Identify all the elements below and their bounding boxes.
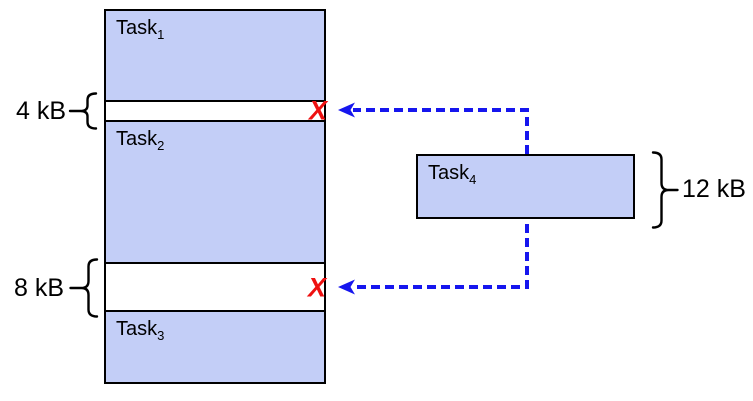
brace-12kb bbox=[651, 151, 679, 229]
task4-size-label-12kb: 12 kB bbox=[682, 175, 746, 203]
memory-column: Task1 Task2 Task3 bbox=[104, 9, 326, 384]
task3-label-subscript: 3 bbox=[157, 328, 165, 343]
task2-label-subscript: 2 bbox=[157, 138, 165, 153]
gap-size-label-4kb: 4 kB bbox=[15, 97, 66, 125]
task2-label-base: Task bbox=[116, 128, 158, 150]
task1-block: Task1 bbox=[106, 11, 324, 100]
reject-x-8kb-gap: X bbox=[307, 272, 327, 303]
arrowhead-4kb-gap bbox=[338, 102, 355, 118]
free-gap-8kb bbox=[106, 262, 324, 312]
arrow-to-4kb-gap bbox=[353, 108, 529, 154]
task2-label: Task2 bbox=[106, 122, 324, 157]
task1-label: Task1 bbox=[106, 11, 324, 46]
task3-block: Task3 bbox=[106, 312, 324, 382]
task1-label-base: Task bbox=[116, 17, 158, 39]
task4-label-subscript: 4 bbox=[469, 172, 477, 187]
brace-4kb bbox=[68, 92, 98, 130]
task2-block: Task2 bbox=[106, 122, 324, 262]
gap-size-label-8kb: 8 kB bbox=[13, 274, 64, 302]
reject-x-4kb-gap: X bbox=[308, 95, 328, 126]
brace-8kb bbox=[69, 258, 99, 318]
arrowhead-8kb-gap bbox=[338, 279, 355, 295]
arrow-to-8kb-gap bbox=[353, 224, 529, 289]
task4-block: Task4 bbox=[416, 154, 635, 219]
free-gap-4kb bbox=[106, 100, 324, 122]
task3-label: Task3 bbox=[106, 312, 324, 347]
task3-label-base: Task bbox=[116, 318, 158, 340]
task1-label-subscript: 1 bbox=[157, 27, 165, 42]
task4-label-base: Task bbox=[428, 162, 470, 184]
task4-label: Task4 bbox=[418, 156, 633, 191]
